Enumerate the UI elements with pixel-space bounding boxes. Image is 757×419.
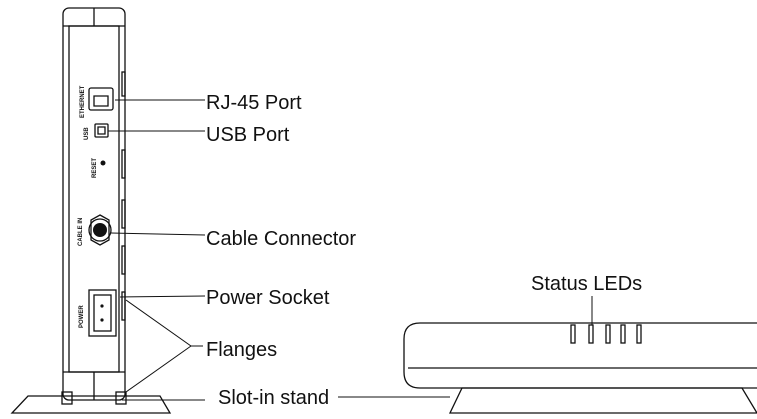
power-label: POWER xyxy=(79,305,85,328)
reset-label: RESET xyxy=(92,158,98,178)
stand-foot-left xyxy=(61,391,73,405)
leader-lines xyxy=(108,99,450,401)
flanges-callout: Flanges xyxy=(206,339,277,361)
reset-button-icon xyxy=(100,160,106,166)
status-leds xyxy=(570,324,642,344)
flange-tab-1 xyxy=(121,71,126,97)
stand-base-right xyxy=(448,387,757,414)
power-socket-icon xyxy=(88,289,117,337)
status-led-icon xyxy=(570,324,576,344)
cable-connector-callout: Cable Connector xyxy=(206,228,356,250)
flange-tab-4 xyxy=(121,245,126,275)
status-led-icon xyxy=(605,324,611,344)
rj45-port-callout: RJ-45 Port xyxy=(206,92,302,114)
rj45-port-icon xyxy=(88,87,114,111)
usb-port-callout: USB Port xyxy=(206,124,290,146)
usb-label: USB xyxy=(84,127,90,140)
status-leds-callout: Status LEDs xyxy=(531,273,642,295)
usb-port-icon xyxy=(94,123,109,138)
coax-connector-icon xyxy=(88,214,112,246)
slot-in-stand-callout: Slot-in stand xyxy=(218,387,329,409)
modem-side-body xyxy=(403,322,757,389)
flange-tab-5 xyxy=(121,291,126,321)
cable-in-label: CABLE IN xyxy=(78,218,84,246)
status-led-icon xyxy=(636,324,642,344)
stand-base-left xyxy=(10,395,172,414)
flange-tab-2 xyxy=(121,149,126,179)
modem-body-outline xyxy=(62,7,126,401)
power-socket-callout: Power Socket xyxy=(206,287,330,309)
stand-foot-right xyxy=(115,391,127,405)
modem-rear-view: ETHERNET USB RESET CABLE IN POWER xyxy=(10,7,172,414)
status-led-icon xyxy=(620,324,626,344)
ethernet-label: ETHERNET xyxy=(80,85,86,118)
flange-tab-3 xyxy=(121,199,126,229)
modem-side-view xyxy=(403,296,757,414)
status-led-icon xyxy=(588,324,594,344)
